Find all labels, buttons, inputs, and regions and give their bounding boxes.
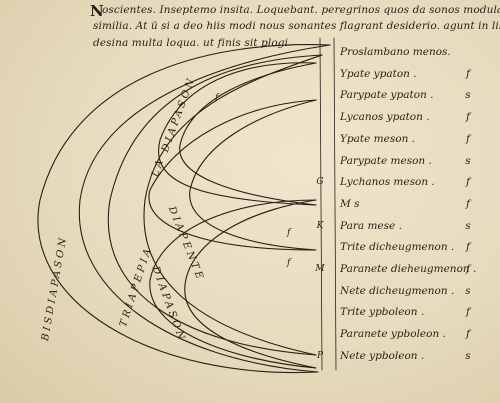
arc-diapason-upper-inner [179, 62, 317, 206]
note-symbol: f [466, 197, 470, 210]
note-label: Paranete dieheugmenon . [340, 263, 477, 275]
note-label: Paranete ypboleon . [340, 328, 446, 341]
note-label: Lychanos meson . [340, 176, 435, 189]
note-label: M s [340, 197, 360, 210]
text-line-3: desina multa loqua. ut finis sit plogi. [93, 37, 292, 49]
arc-diapason-lower-inner [184, 199, 317, 369]
note-label: Trite dicheugmenon . [340, 241, 455, 254]
note-label: Nete dicheugmenon . [340, 284, 455, 297]
note-label: Trite ypboleon . [340, 306, 425, 319]
note-symbol: s [465, 284, 471, 297]
note-symbol: f [466, 328, 470, 341]
text-line-2: similia. At ü si a deo hiis modi nous so… [93, 20, 500, 32]
note-symbol: s [465, 349, 471, 362]
mark-f-1: f [287, 228, 291, 238]
ruling-line-left [319, 37, 323, 371]
note-label: Parypate meson . [340, 154, 432, 167]
arc-diapente-outer [148, 99, 317, 251]
arc-diapason-upper-outer [158, 62, 317, 206]
note-label: Proslambano menos. [340, 46, 451, 58]
note-symbol: f [466, 132, 470, 145]
arc-bisdiapason-inner [78, 44, 331, 373]
arc-triapente-inner [143, 54, 323, 356]
note-index: M [315, 264, 325, 274]
note-index: K [316, 220, 324, 231]
note-symbol: s [465, 219, 471, 232]
note-symbol: s [465, 154, 471, 167]
note-label: Ypate ypaton . [340, 67, 417, 80]
note-symbol: f [466, 263, 470, 275]
note-symbol: s [465, 89, 471, 102]
ruling-line-right [333, 37, 337, 371]
note-symbol: f [466, 306, 470, 319]
note-symbol: f [466, 67, 470, 80]
arc-diapason-lower-outer [149, 199, 317, 369]
arc-diapente-inner [189, 99, 317, 251]
arc-triapente-outer [107, 54, 323, 356]
note-symbol: f [466, 241, 470, 254]
arc-bisdiapason-outer [37, 44, 331, 374]
note-label: Lycanos ypaton . [340, 111, 430, 124]
note-index: P [316, 350, 324, 361]
text-line-1: oscientes. Inseptemo insita. Loquebant. … [102, 4, 500, 16]
note-index: G [316, 177, 324, 188]
note-label: Ypate meson . [340, 132, 416, 145]
note-label: Nete ypboleon . [340, 349, 425, 362]
note-symbol: f [466, 111, 470, 124]
note-symbol: f [466, 176, 470, 189]
mark-f-3: f [215, 93, 219, 103]
note-label: Parypate ypaton . [340, 89, 434, 102]
note-label: Para mese . [340, 219, 402, 232]
decorated-initial: N [90, 2, 104, 20]
mark-f-2: f [287, 258, 291, 268]
